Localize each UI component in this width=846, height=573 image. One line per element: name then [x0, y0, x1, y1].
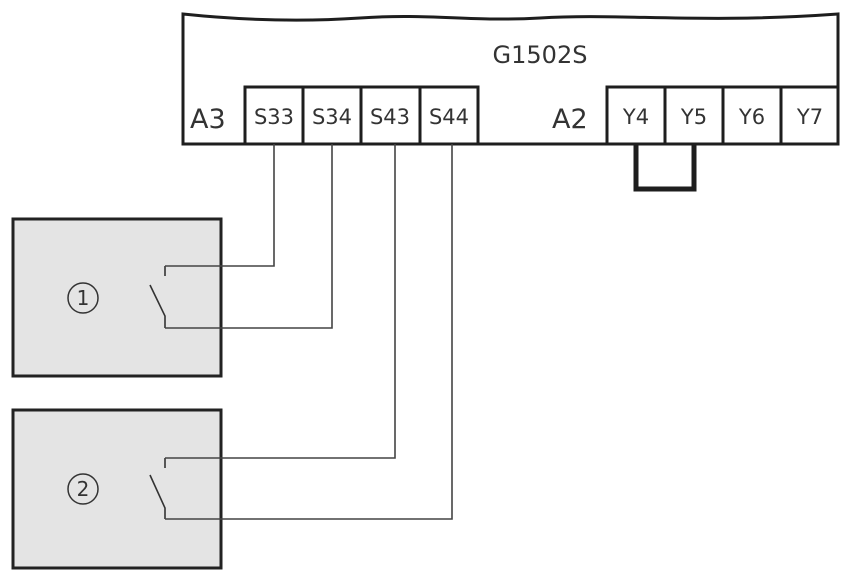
terminal-y5-label: Y5: [680, 105, 707, 129]
controller-model-label: G1502S: [493, 41, 588, 69]
terminal-s44-box: [418, 85, 480, 146]
terminal-s33-label: S33: [254, 105, 294, 129]
wire-s43-device-2: [165, 144, 396, 459]
jumper-y4-y5: [633, 144, 697, 192]
device-1-number: 1: [77, 286, 90, 310]
terminal-y4-label: Y4: [622, 105, 649, 129]
device-1-number-circle: [67, 282, 99, 314]
wire-s33-device-1: [165, 144, 275, 267]
device-1: 1: [11, 217, 223, 378]
terminal-y7: Y7: [779, 85, 840, 146]
group-a3-label: A3: [190, 104, 226, 135]
terminal-y5: Y5: [663, 85, 725, 146]
device-2-contact: [149, 458, 166, 519]
terminal-y6-label: Y6: [738, 105, 765, 129]
terminal-s44: S44: [418, 85, 480, 146]
controller-unit: G1502S A3 S33 S34 S43 S44 A2 Y4 Y5: [181, 12, 840, 192]
terminal-s44-label: S44: [429, 105, 469, 129]
terminal-s34: S34: [301, 85, 363, 146]
terminal-s33: S33: [243, 85, 305, 146]
device-2: 2: [11, 408, 223, 570]
device-1-box: [11, 217, 223, 378]
device-2-number: 2: [77, 477, 90, 501]
terminal-y6: Y6: [721, 85, 783, 146]
terminal-y7-box: [779, 85, 840, 146]
wire-s34-device-1: [165, 144, 333, 329]
device-2-box: [11, 408, 223, 570]
device-2-number-circle: [67, 473, 99, 505]
device-1-contact: [149, 266, 166, 328]
terminal-y6-box: [721, 85, 783, 146]
group-a2-label: A2: [552, 104, 588, 135]
terminal-y4: Y4: [605, 85, 667, 146]
terminal-s43: S43: [359, 85, 422, 146]
terminal-s34-label: S34: [312, 105, 352, 129]
terminal-y5-box: [663, 85, 725, 146]
wire-s44-device-2: [165, 144, 453, 520]
terminal-s43-label: S43: [370, 105, 410, 129]
terminal-y7-label: Y7: [796, 105, 823, 129]
